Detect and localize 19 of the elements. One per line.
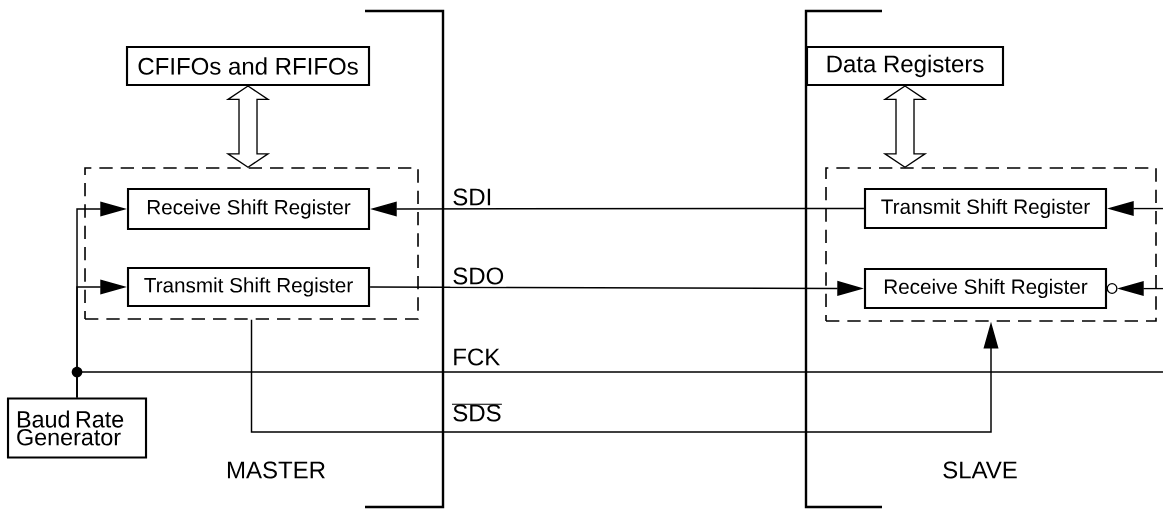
block-box: CFIFOs and RFIFOs bbox=[125, 45, 371, 87]
signal-label: SDI bbox=[450, 186, 495, 208]
signal-line bbox=[76, 371, 1163, 399]
hollow-double-arrow bbox=[225, 85, 271, 168]
register-box: Transmit Shift Register bbox=[863, 187, 1108, 230]
signal-label: FCK bbox=[450, 346, 503, 368]
register-box: Transmit Shift Register bbox=[126, 266, 371, 308]
hollow-double-arrow bbox=[882, 85, 928, 168]
signal-label: SDO bbox=[450, 265, 507, 287]
block-box: Data Registers bbox=[805, 45, 1005, 87]
dashed-box bbox=[84, 167, 419, 320]
register-box: Receive Shift Register bbox=[126, 187, 371, 231]
register-box: Receive Shift Register bbox=[863, 267, 1108, 310]
dashed-box bbox=[825, 167, 1157, 322]
side-label: SLAVE bbox=[943, 461, 1017, 479]
signal-label: SDS bbox=[450, 402, 504, 424]
generator-box: Baud Rate Generator bbox=[6, 397, 148, 459]
side-label: MASTER bbox=[228, 461, 325, 479]
signal-line bbox=[250, 319, 999, 433]
